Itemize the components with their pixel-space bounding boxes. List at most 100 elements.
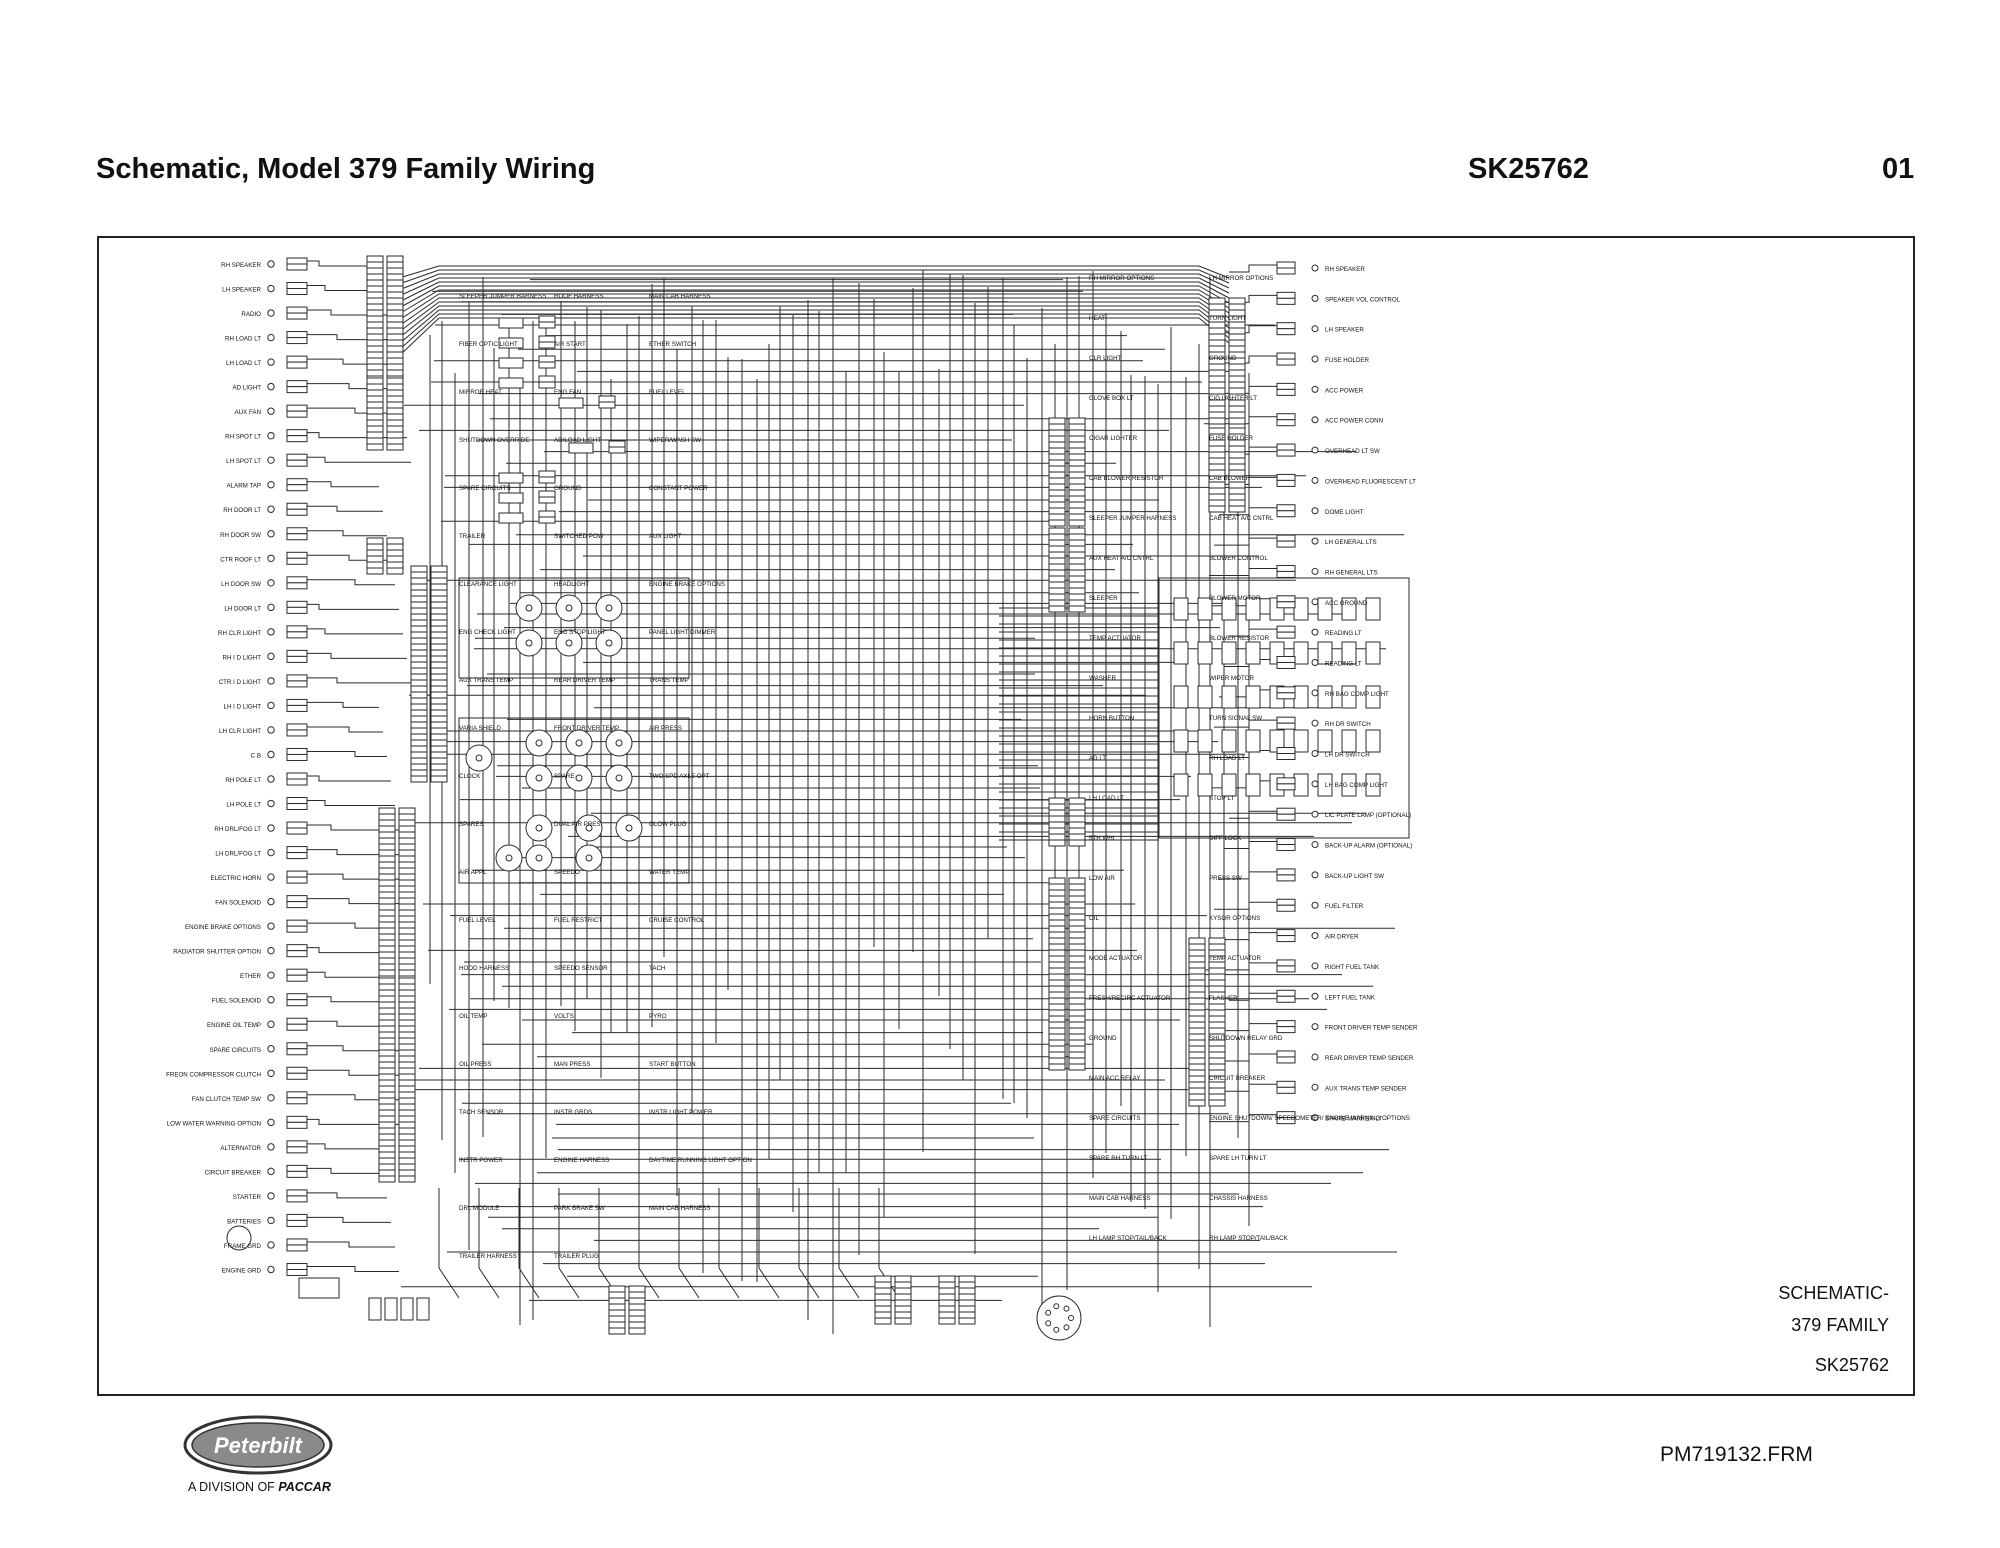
right-component-label: TURN SIGNAL SW bbox=[1209, 715, 1262, 722]
right-component-label: AD LT bbox=[1089, 755, 1106, 762]
harness-connector bbox=[398, 873, 416, 881]
harness-connector bbox=[1208, 297, 1226, 305]
harness-connector bbox=[410, 601, 428, 609]
harness-connector bbox=[378, 825, 396, 833]
component-symbol bbox=[1311, 780, 1319, 788]
trailer-plug bbox=[1036, 1295, 1082, 1341]
wire bbox=[307, 1020, 395, 1027]
switch-connector bbox=[538, 341, 556, 349]
connector-pin bbox=[286, 435, 308, 443]
far-right-component-label: OVERHEAD LT SW bbox=[1325, 448, 1380, 455]
center-component-label: MAN PRESS bbox=[554, 1061, 590, 1068]
harness-connector bbox=[410, 757, 428, 765]
logo-wordmark: Peterbilt bbox=[214, 1433, 304, 1458]
harness-connector bbox=[398, 1091, 416, 1099]
wire bbox=[307, 628, 403, 635]
center-component-label: SPEEDO bbox=[554, 869, 580, 876]
connector-pin bbox=[1276, 935, 1296, 943]
right-component-label: RH MIRROR OPTIONS bbox=[1089, 275, 1154, 282]
harness-connector bbox=[410, 619, 428, 627]
connector-pin bbox=[286, 846, 308, 854]
harness-connector bbox=[398, 1145, 416, 1153]
harness-connector bbox=[398, 1043, 416, 1051]
harness-connector bbox=[1208, 493, 1226, 501]
trailer-connector bbox=[958, 1305, 976, 1313]
component-symbol bbox=[1311, 901, 1319, 909]
harness-connector bbox=[378, 1007, 396, 1015]
wire bbox=[307, 1241, 395, 1248]
center-component-label: AUX TRANS TEMP bbox=[459, 677, 513, 684]
harness-connector bbox=[1048, 1063, 1066, 1071]
left-component-label: LH DOOR LT bbox=[224, 605, 261, 612]
harness-connector bbox=[366, 431, 384, 439]
harness-connector bbox=[1068, 1057, 1086, 1065]
connector-pin bbox=[1276, 443, 1296, 451]
harness-connector bbox=[378, 1121, 396, 1129]
harness-connector bbox=[1228, 387, 1246, 395]
harness-connector bbox=[1208, 1093, 1226, 1101]
harness-connector bbox=[1208, 457, 1226, 465]
harness-connector bbox=[1208, 1045, 1226, 1053]
harness-connector bbox=[398, 861, 416, 869]
harness-connector bbox=[366, 401, 384, 409]
harness-connector bbox=[1068, 803, 1086, 811]
switch-connector bbox=[538, 510, 556, 518]
connector-pin bbox=[286, 919, 308, 927]
component-symbol bbox=[267, 726, 275, 734]
trailer-connector bbox=[958, 1311, 976, 1319]
connector-pin bbox=[1276, 753, 1296, 761]
harness-connector bbox=[398, 1169, 416, 1177]
harness-connector bbox=[410, 589, 428, 597]
harness-connector bbox=[1048, 815, 1066, 823]
harness-connector bbox=[1208, 967, 1226, 975]
wire bbox=[398, 265, 1230, 279]
connector-pin bbox=[1276, 898, 1296, 906]
harness-connector bbox=[1068, 459, 1086, 467]
right-component-label: SPARE RH TURN LT bbox=[1089, 1155, 1148, 1162]
harness-connector bbox=[1188, 1093, 1206, 1101]
harness-connector bbox=[1068, 809, 1086, 817]
harness-connector bbox=[398, 831, 416, 839]
relay bbox=[1173, 773, 1189, 797]
component-symbol bbox=[1311, 962, 1319, 970]
left-component-label: LH SPEAKER bbox=[222, 287, 261, 294]
relay bbox=[1293, 773, 1309, 797]
trailer-plug-pin bbox=[1063, 1324, 1070, 1331]
harness-connector bbox=[430, 715, 448, 723]
connector-pin bbox=[1276, 874, 1296, 882]
component-symbol bbox=[267, 431, 275, 440]
harness-connector bbox=[398, 921, 416, 929]
harness-connector bbox=[366, 267, 384, 275]
connector-pin bbox=[286, 1219, 308, 1227]
harness-connector bbox=[386, 321, 404, 329]
harness-connector bbox=[410, 691, 428, 699]
connector-pin bbox=[286, 1213, 308, 1221]
harness-connector bbox=[386, 285, 404, 293]
harness-connector bbox=[410, 649, 428, 657]
left-component-label: FUEL SOLENOID bbox=[212, 998, 262, 1005]
connector-pin bbox=[1276, 777, 1296, 785]
harness-connector bbox=[366, 315, 384, 323]
center-component-label: MAIN CAB HARNESS bbox=[649, 1205, 711, 1212]
wire bbox=[307, 383, 399, 390]
connector-pin bbox=[286, 453, 308, 461]
wire bbox=[678, 1188, 700, 1299]
harness-connector bbox=[1048, 519, 1066, 527]
trailer-plug-pin bbox=[1045, 1309, 1052, 1316]
harness-connector bbox=[1068, 587, 1086, 595]
left-component-label: RH CLR LIGHT bbox=[218, 630, 261, 637]
harness-connector bbox=[1208, 1099, 1226, 1107]
switch bbox=[498, 377, 524, 389]
center-component-label: VOLTS bbox=[554, 1013, 574, 1020]
far-right-component-label: RH SPEAKER bbox=[1325, 266, 1365, 273]
gauge-terminal bbox=[535, 824, 543, 832]
harness-connector bbox=[398, 807, 416, 815]
harness-connector bbox=[430, 775, 448, 783]
harness-connector bbox=[378, 897, 396, 905]
connector-pin bbox=[286, 600, 308, 608]
component-symbol bbox=[1311, 992, 1319, 1000]
harness-connector bbox=[398, 969, 416, 977]
harness-connector bbox=[1048, 991, 1066, 999]
harness-connector bbox=[410, 697, 428, 705]
left-component-label: ALTERNATOR bbox=[220, 1145, 261, 1152]
